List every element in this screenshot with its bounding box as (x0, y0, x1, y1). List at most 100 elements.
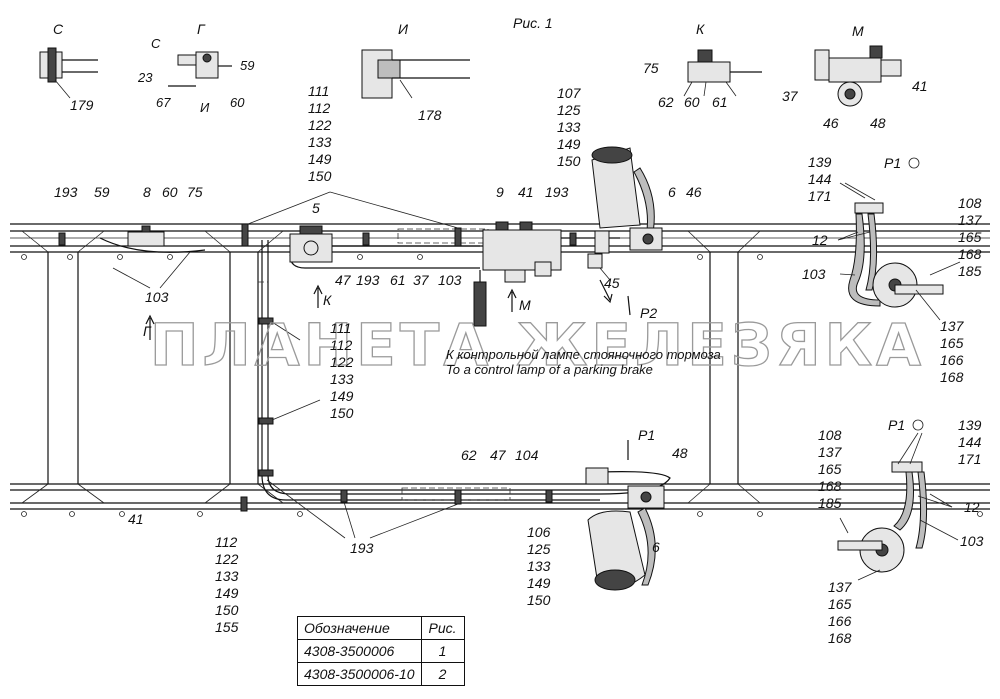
frame-rivets (21, 254, 983, 517)
brake-chamber-top (591, 146, 655, 239)
callout-number: 149 (308, 151, 332, 167)
view-arrow-m-label: М (519, 297, 531, 313)
callout: 6 (668, 184, 676, 200)
view-arrows (145, 279, 631, 460)
callout-number: 122 (308, 117, 332, 133)
rotation-circle-top (908, 157, 920, 169)
callout: 75 (643, 60, 659, 76)
view-letter-m: М (852, 23, 864, 39)
table-row: 4308-3500006-10 2 (297, 662, 465, 686)
callout-number: 144 (958, 434, 982, 450)
callout: 103 (802, 266, 826, 282)
callout-number: 149 (527, 575, 551, 591)
callout: 193 (350, 540, 374, 556)
callout-number: 108 (958, 195, 982, 211)
detail-view-c (39, 47, 98, 99)
rotation-circle-bottom (912, 419, 924, 431)
view-arrow-g-label: Г (143, 323, 152, 339)
view-letter-g: Г (197, 21, 206, 37)
table-header-row: Обозначение Рис. (297, 616, 465, 640)
callout-number: 133 (330, 371, 354, 387)
callout-number: 165 (958, 229, 982, 245)
callout: 41 (518, 184, 534, 200)
brake-chamber-bottom (587, 507, 656, 591)
hose-detail-r2 (837, 461, 928, 573)
note-en: To a control lamp of a parking brake (446, 362, 653, 377)
row-figure: 1 (420, 639, 465, 663)
rotation-label-p1-arrow: Р1 (638, 427, 655, 443)
frame-rail-bottom (10, 483, 990, 510)
valve-6-top (629, 227, 663, 251)
detail-view-k (683, 49, 762, 97)
callout-number: 112 (215, 534, 238, 550)
callout: 60 (162, 184, 178, 200)
callout: 9 (496, 184, 504, 200)
callout-number: 137 (828, 579, 853, 595)
valve-6-bottom (585, 467, 665, 509)
callout-number: 137 (940, 318, 965, 334)
callout: 8 (143, 184, 151, 200)
rotation-label-p1-bottom: Р1 (888, 417, 905, 433)
callout: 48 (672, 445, 688, 461)
callout-number: 139 (808, 154, 832, 170)
callout-number: 149 (557, 136, 581, 152)
cross-member-left (21, 230, 105, 504)
callout-number: 168 (958, 246, 982, 262)
callout-number: 185 (818, 495, 842, 511)
callout: 59 (240, 58, 254, 73)
callout: 193 (356, 272, 380, 288)
hose-detail-r1 (848, 202, 944, 308)
callout-number: 111 (308, 83, 329, 99)
callout: 6 (652, 539, 660, 555)
callout: 67 (156, 95, 171, 110)
callout: 23 (137, 70, 153, 85)
rotation-label-p2-arrow: Р2 (640, 305, 657, 321)
detail-view-m (814, 45, 902, 107)
callout-number: 185 (958, 263, 982, 279)
callout-number: 112 (330, 337, 353, 353)
view-letter-k: К (696, 21, 705, 37)
figure-title: Рис. 1 (513, 15, 553, 31)
callout: 41 (912, 78, 928, 94)
callout: 103 (145, 289, 169, 305)
callout-number: 149 (215, 585, 239, 601)
callout-number: 149 (330, 388, 354, 404)
cross-member-second (204, 230, 284, 504)
callout: 103 (438, 272, 462, 288)
row-designation: 4308-3500006-10 (297, 662, 422, 686)
callout-number: 133 (557, 119, 581, 135)
watermark: ПЛАНЕТА ЖЕЛЕЗЯКА (150, 311, 925, 379)
callout-number: 106 (527, 524, 551, 540)
callout: 46 (686, 184, 702, 200)
callout: 46 (823, 115, 839, 131)
callout-number: 166 (828, 613, 852, 629)
callout-number: 125 (557, 102, 581, 118)
valve-45 (587, 230, 610, 269)
callout-number: 171 (958, 451, 981, 467)
designation-table: Обозначение Рис. 4308-3500006 1 4308-350… (297, 616, 465, 686)
callout-number: 150 (527, 592, 551, 608)
callout-number: 150 (557, 153, 581, 169)
callout: 193 (54, 184, 78, 200)
view-letter-i: И (398, 21, 409, 37)
view-arrow-k-label: К (323, 292, 332, 308)
callout-number: 166 (940, 352, 964, 368)
callout-number: 112 (308, 100, 331, 116)
view-letter-i-small: И (200, 100, 210, 115)
callout-number: 139 (958, 417, 982, 433)
callout-number: 133 (215, 568, 239, 584)
callout-number: 108 (818, 427, 842, 443)
callout-number: 133 (308, 134, 332, 150)
callout-number: 165 (940, 335, 964, 351)
callout: 37 (782, 88, 799, 104)
leader-lines (112, 182, 961, 581)
callout-number: 137 (818, 444, 843, 460)
callout-number: 165 (828, 596, 852, 612)
